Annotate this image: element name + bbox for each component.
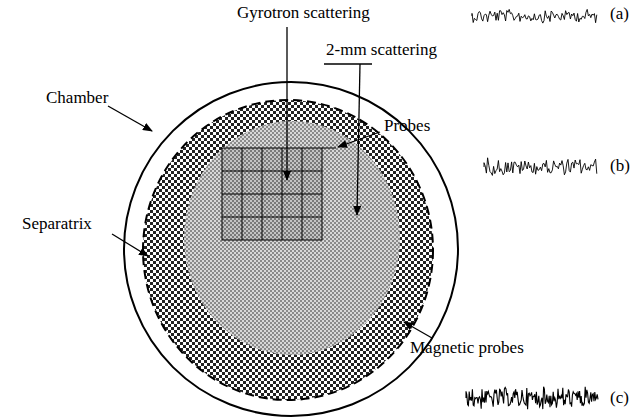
part-label: Chamber (46, 88, 108, 108)
probe-label: 2-mm scattering (326, 40, 437, 60)
probe-label: Gyrotron scattering (237, 3, 370, 23)
signal-tag: (b) (610, 156, 630, 176)
measurement-grid (222, 148, 336, 240)
leader-lines (108, 27, 432, 338)
probe-label: Magnetic probes (410, 338, 524, 358)
chamber-wall (124, 82, 458, 416)
separatrix-region (143, 100, 433, 400)
signal-tag: (c) (610, 388, 629, 408)
probe-label: Probes (384, 116, 430, 136)
signal-tag: (a) (610, 4, 629, 24)
core-plasma (184, 121, 400, 355)
part-label: Separatrix (22, 214, 92, 234)
